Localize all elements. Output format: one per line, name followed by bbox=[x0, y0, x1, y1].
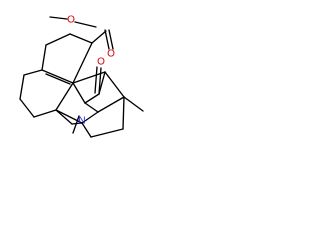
left-ring-bond bbox=[19, 98, 35, 118]
carbonyl-double-bond-second-line bbox=[108, 29, 114, 50]
left-ring-bond bbox=[23, 69, 43, 76]
left-ring-bond bbox=[19, 74, 25, 100]
cage-bond bbox=[72, 71, 106, 84]
cage-bond bbox=[84, 102, 99, 113]
ester-oxygen-bond bbox=[74, 21, 97, 28]
methyl-bond bbox=[123, 96, 144, 112]
cage-bond bbox=[98, 71, 106, 95]
skeletal-formula: O O O N bbox=[19, 15, 144, 138]
ketone-double-bond bbox=[98, 67, 102, 95]
bond-lines bbox=[19, 16, 144, 138]
methyl-bond bbox=[72, 115, 80, 134]
upper-ring-bond bbox=[69, 33, 93, 44]
ester-methyl-bond bbox=[49, 16, 68, 20]
structure-canvas: O O O N bbox=[0, 0, 150, 150]
cage-bond bbox=[81, 122, 92, 138]
cage-bond bbox=[72, 82, 86, 104]
upper-ring-bond bbox=[41, 69, 74, 84]
left-ring-bond bbox=[33, 109, 57, 118]
cage-bond bbox=[84, 93, 100, 104]
left-ring-bond bbox=[55, 82, 74, 111]
ketone-double-bond-second-line bbox=[94, 66, 98, 94]
ester-oxygen-atom: O bbox=[67, 15, 75, 26]
cage-bond bbox=[90, 128, 124, 138]
upper-ring-bond bbox=[45, 33, 71, 46]
ester-carbon-bond bbox=[91, 30, 107, 44]
ketone-oxygen-atom: O bbox=[97, 57, 105, 68]
cage-bond bbox=[97, 96, 125, 113]
carbonyl-double-bond bbox=[104, 29, 110, 50]
cage-bond bbox=[104, 71, 125, 98]
left-double-bond bbox=[45, 73, 71, 85]
nitrogen-atom: N bbox=[78, 116, 85, 127]
upper-ring-bond bbox=[41, 44, 47, 71]
carbonyl-oxygen-atom: O bbox=[107, 49, 115, 60]
cage-bond bbox=[55, 109, 73, 125]
upper-ring-bond bbox=[72, 42, 93, 84]
cage-bond bbox=[122, 96, 125, 130]
cage-bond bbox=[81, 111, 99, 124]
